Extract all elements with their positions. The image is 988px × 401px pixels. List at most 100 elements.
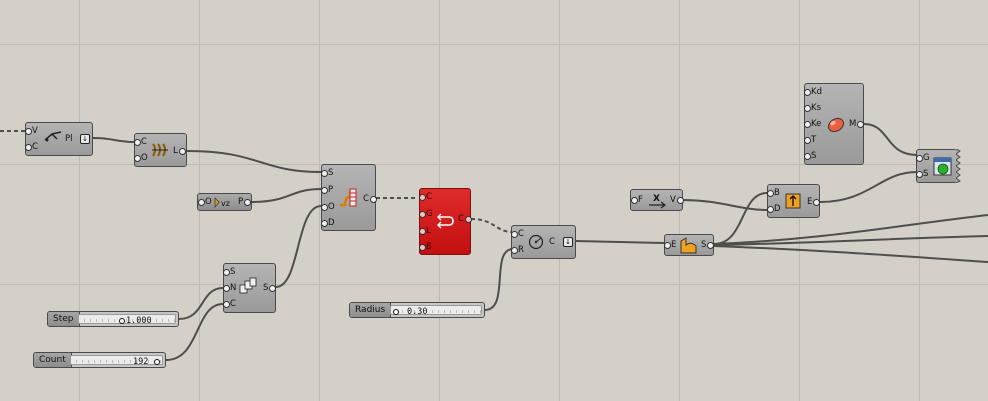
pipeline-input-c[interactable]: C: [25, 142, 38, 152]
preview-component[interactable]: G S: [915, 149, 961, 183]
wire-bounds-preview: [819, 171, 918, 203]
pipeline-output-pl[interactable]: Pl: [65, 134, 73, 144]
wire-vz-interp-p: [251, 188, 322, 203]
wire-radius-offset: [484, 248, 514, 311]
count-slider-knob[interactable]: [154, 359, 160, 365]
length-input-o[interactable]: O: [134, 153, 148, 163]
vector-x-icon: X: [649, 194, 666, 209]
series-icon: [239, 277, 257, 294]
interpolate-icon: [340, 188, 357, 207]
interp-input-s[interactable]: S: [320, 168, 334, 178]
preview-input-g[interactable]: G: [916, 153, 930, 163]
svg-text:vz: vz: [221, 199, 230, 208]
interp-input-d[interactable]: D: [321, 218, 335, 228]
wire-out-1: [713, 214, 988, 245]
svg-text:X: X: [653, 194, 660, 204]
pipeline-component[interactable]: V C Pl ↓: [25, 122, 93, 156]
vz-input-o[interactable]: O: [198, 197, 212, 207]
count-slider-label: Count: [34, 353, 72, 367]
vz-output-p[interactable]: P: [238, 197, 252, 207]
interp-input-p[interactable]: P: [320, 185, 334, 195]
bounds-input-b[interactable]: B: [767, 188, 780, 198]
radius-slider-track[interactable]: 0.30: [390, 305, 482, 317]
step-slider[interactable]: Step 1.000: [47, 311, 179, 327]
material-input-kd[interactable]: Kd: [804, 87, 822, 97]
wire-red-offset: [470, 218, 514, 233]
material-component[interactable]: Kd Ks Ke T S M: [803, 83, 866, 165]
bounds-icon: [785, 193, 801, 209]
vector-input-f[interactable]: F: [631, 195, 643, 205]
red-input-l[interactable]: L: [419, 226, 431, 236]
preview-jagged-edge: [956, 149, 961, 183]
radius-slider-value: 0.30: [407, 307, 428, 317]
filter-toggle-icon-2[interactable]: ↓: [563, 237, 573, 247]
wire-pipeline-length: [92, 137, 135, 143]
material-input-s[interactable]: S: [803, 151, 817, 161]
series-input-s[interactable]: S: [222, 267, 236, 277]
red-input-b[interactable]: B: [419, 242, 432, 252]
length-input-c[interactable]: C: [134, 137, 147, 147]
radius-slider-label: Radius: [350, 303, 392, 317]
offset-input-c[interactable]: C: [511, 229, 524, 239]
vector-component[interactable]: F X V: [630, 189, 684, 211]
material-input-ks[interactable]: Ks: [803, 103, 822, 113]
vector-output-v[interactable]: V: [670, 195, 684, 205]
vz-vector-icon: vz: [214, 197, 230, 208]
interp-output-c[interactable]: C: [363, 194, 377, 204]
wire-out-2: [713, 235, 988, 246]
wire-step-series: [178, 287, 224, 320]
extrude-input-e[interactable]: E: [663, 240, 677, 250]
red-output-c[interactable]: C: [458, 214, 472, 224]
step-slider-label: Step: [48, 312, 80, 326]
interp-input-o[interactable]: O: [321, 202, 335, 212]
pipeline-input-v[interactable]: V: [25, 126, 38, 136]
offset-input-r[interactable]: R: [511, 245, 524, 255]
radius-slider[interactable]: Radius 0.30: [349, 302, 485, 318]
wire-series-interp-o: [275, 205, 322, 288]
interpolate-component[interactable]: S P O D C: [320, 164, 377, 231]
extrude-output-s[interactable]: S: [701, 240, 716, 250]
wire-vec-bounds: [682, 199, 768, 211]
series-input-n[interactable]: N: [222, 283, 237, 293]
bounds-input-d[interactable]: D: [767, 204, 781, 214]
material-output-m[interactable]: M: [849, 119, 866, 129]
count-slider[interactable]: Count 192: [33, 352, 166, 368]
material-egg-icon: [827, 117, 845, 133]
wire-material-preview: [863, 123, 918, 156]
red-error-component[interactable]: C G L B C: [419, 188, 472, 255]
pipeline-icon: [44, 131, 62, 142]
curve-length-component[interactable]: C O L: [134, 133, 187, 167]
count-slider-value: 192: [133, 357, 149, 367]
vz-component[interactable]: O vz P: [197, 193, 252, 211]
offset-component[interactable]: C R C ↓: [511, 225, 576, 259]
step-slider-track[interactable]: 1.000: [78, 314, 176, 326]
wire-length-interp-s: [186, 150, 322, 173]
filter-toggle-icon[interactable]: ↓: [80, 134, 90, 144]
red-input-c[interactable]: C: [419, 192, 432, 202]
material-input-t[interactable]: T: [803, 135, 817, 145]
step-slider-value: 1.000: [126, 316, 152, 326]
length-icon: [152, 143, 168, 157]
bounds-component[interactable]: B D E: [767, 184, 822, 218]
series-input-c[interactable]: C: [223, 299, 236, 309]
material-input-ke[interactable]: Ke: [803, 119, 822, 129]
preview-input-s[interactable]: S: [915, 169, 929, 179]
wire-out-3: [713, 245, 988, 263]
series-component[interactable]: S N C S: [222, 263, 278, 313]
step-slider-knob[interactable]: [119, 318, 125, 324]
wire-extrude-bounds: [713, 192, 768, 245]
series-output-s[interactable]: S: [263, 283, 278, 293]
length-output-l[interactable]: L: [173, 146, 186, 156]
offset-output-c[interactable]: C: [549, 237, 555, 247]
extrude-icon: [680, 237, 697, 254]
red-input-g[interactable]: G: [419, 209, 433, 219]
bounds-output-e[interactable]: E: [807, 197, 822, 207]
preview-icon: [933, 157, 952, 176]
count-slider-track[interactable]: 192: [70, 355, 163, 367]
wire-count-series: [165, 303, 224, 361]
loop-icon: [437, 213, 454, 229]
extrude-component[interactable]: E S: [663, 234, 716, 256]
radius-slider-knob[interactable]: [393, 309, 399, 315]
